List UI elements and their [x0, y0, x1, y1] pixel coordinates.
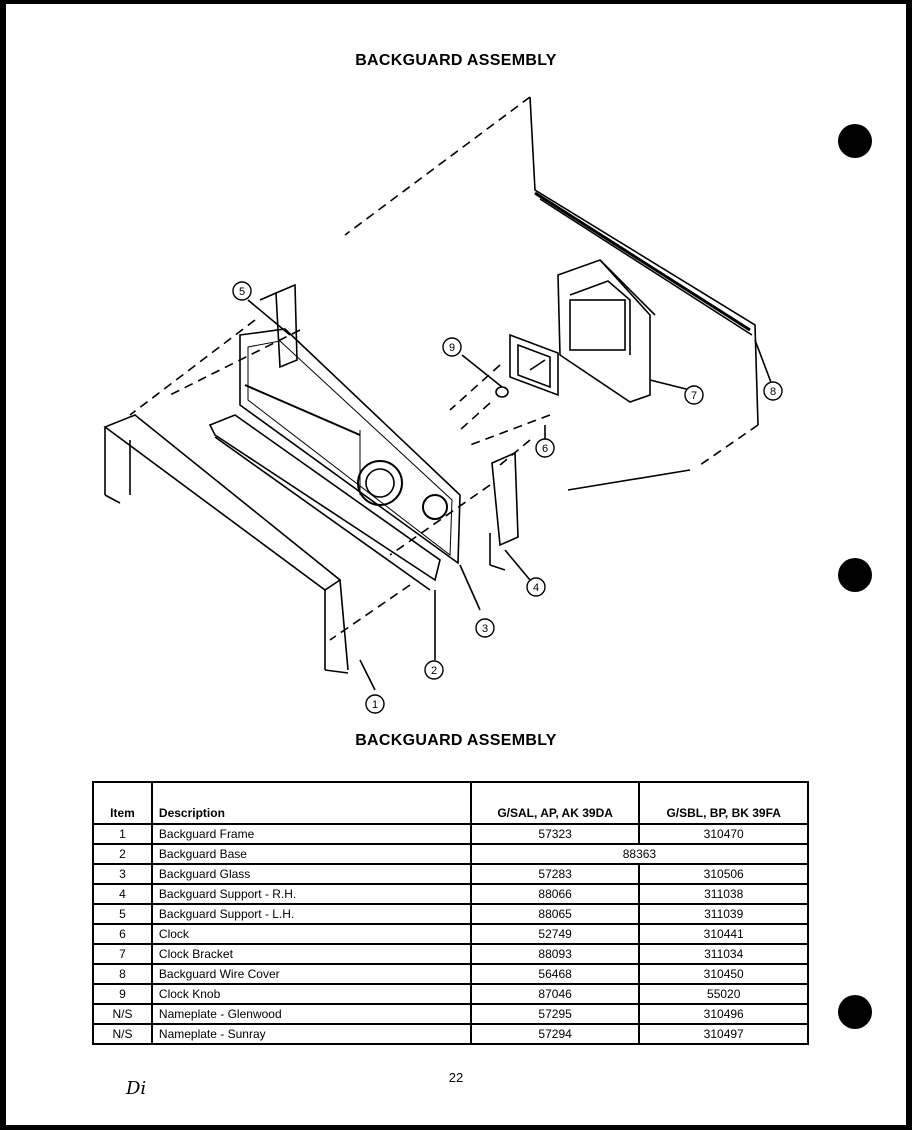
punch-hole-bottom: [838, 995, 872, 1029]
row-part-b: 310496: [638, 1003, 809, 1025]
table-row: 8 Backguard Wire Cover 56468 310450: [92, 963, 809, 985]
row-item: 7: [92, 943, 153, 965]
row-item: 2: [92, 843, 153, 865]
row-item: 6: [92, 923, 153, 945]
row-item: 4: [92, 883, 153, 905]
row-part-a: 88065: [469, 903, 641, 925]
row-description: Backguard Support - R.H.: [150, 883, 472, 905]
row-description: Backguard Base: [150, 843, 472, 865]
table-row: 5 Backguard Support - L.H. 88065 311039: [92, 903, 809, 925]
row-part-a: 56468: [469, 963, 641, 985]
row-part-b: 310470: [638, 823, 809, 845]
row-description: Backguard Wire Cover: [150, 963, 472, 985]
backguard-base: [208, 414, 441, 582]
row-description: Nameplate - Glenwood: [150, 1003, 472, 1025]
row-part-a: 52749: [469, 923, 641, 945]
row-part-b: 311034: [638, 943, 809, 965]
row-part-a: 57323: [469, 823, 641, 845]
wire-cover-panel: [529, 96, 759, 426]
page-number: 22: [448, 1070, 464, 1085]
row-part-a: 88093: [469, 943, 641, 965]
callout-6: 6: [535, 438, 555, 458]
row-part-b: 310450: [638, 963, 809, 985]
callout-5: 5: [232, 281, 252, 301]
table-row: 2 Backguard Base 88363: [92, 843, 810, 865]
table-title: BACKGUARD ASSEMBLY: [355, 732, 557, 749]
svg-text:2: 2: [431, 665, 437, 677]
row-description: Backguard Frame: [150, 823, 472, 845]
svg-text:6: 6: [542, 443, 548, 455]
backguard-frame: [103, 414, 342, 591]
row-description: Nameplate - Sunray: [150, 1023, 472, 1045]
row-item: N/S: [92, 1003, 153, 1025]
table-row: 9 Clock Knob 87046 55020: [92, 983, 809, 1005]
callout-1: 1: [365, 694, 385, 714]
table-row: 7 Clock Bracket 88093 311034: [92, 943, 809, 965]
row-part-a: 57294: [469, 1023, 641, 1045]
row-item: N/S: [92, 1023, 153, 1045]
row-description: Backguard Glass: [150, 863, 472, 885]
header-col-b: G/SBL, BP, BK 39FA: [638, 781, 809, 825]
header-col-a: G/SAL, AP, AK 39DA: [469, 781, 641, 825]
row-item: 1: [92, 823, 153, 845]
row-part-a: 87046: [469, 983, 641, 1005]
svg-text:4: 4: [533, 582, 539, 594]
svg-text:1: 1: [372, 699, 378, 711]
table-row: 4 Backguard Support - R.H. 88066 311038: [92, 883, 809, 905]
row-part-b: 310497: [638, 1023, 809, 1045]
row-part-b: 311039: [638, 903, 809, 925]
svg-text:3: 3: [482, 623, 488, 635]
svg-text:8: 8: [770, 386, 776, 398]
table-row: N/S Nameplate - Glenwood 57295 310496: [92, 1003, 809, 1025]
row-part-b: 311038: [638, 883, 809, 905]
exploded-view-diagram: 1 2 3 4 5 6 7 8 9: [103, 96, 783, 714]
callout-7: 7: [684, 385, 704, 405]
row-description: Clock Bracket: [150, 943, 472, 965]
header-description: Description: [150, 781, 472, 825]
table-row: 6 Clock 52749 310441: [92, 923, 809, 945]
punch-hole-middle: [838, 558, 872, 592]
parts-table: Item Description G/SAL, AP, AK 39DA G/SB…: [92, 781, 810, 1045]
handwritten-signature: Di: [126, 1078, 147, 1099]
table-row: N/S Nameplate - Sunray 57294 310497: [92, 1023, 809, 1045]
row-item: 3: [92, 863, 153, 885]
row-description: Backguard Support - L.H.: [150, 903, 472, 925]
row-part-shared: 88363: [469, 843, 810, 865]
callout-8: 8: [763, 381, 783, 401]
punch-hole-top: [838, 124, 872, 158]
row-part-a: 57295: [469, 1003, 641, 1025]
clock-knob: [495, 386, 509, 398]
table-row: 1 Backguard Frame 57323 310470: [92, 823, 809, 845]
clock-bracket: [557, 259, 651, 403]
svg-text:7: 7: [691, 390, 697, 402]
callout-3: 3: [475, 618, 495, 638]
row-description: Clock Knob: [150, 983, 472, 1005]
svg-text:9: 9: [449, 342, 455, 354]
table-header-row: Item Description G/SAL, AP, AK 39DA G/SB…: [92, 781, 809, 825]
callout-9: 9: [442, 337, 462, 357]
row-part-b: 310506: [638, 863, 809, 885]
backguard-glass: [239, 328, 461, 565]
diagram-title: BACKGUARD ASSEMBLY: [355, 52, 557, 69]
row-description: Clock: [150, 923, 472, 945]
svg-text:5: 5: [239, 286, 245, 298]
callout-2: 2: [424, 660, 444, 680]
right-support: [491, 451, 519, 547]
header-item: Item: [92, 781, 153, 825]
row-part-a: 57283: [469, 863, 641, 885]
row-item: 9: [92, 983, 153, 1005]
row-item: 5: [92, 903, 153, 925]
row-part-a: 88066: [469, 883, 641, 905]
callout-4: 4: [526, 577, 546, 597]
left-support: [275, 283, 298, 369]
row-part-b: 310441: [638, 923, 809, 945]
clock: [509, 333, 559, 397]
row-part-b: 55020: [638, 983, 809, 1005]
row-item: 8: [92, 963, 153, 985]
table-row: 3 Backguard Glass 57283 310506: [92, 863, 809, 885]
